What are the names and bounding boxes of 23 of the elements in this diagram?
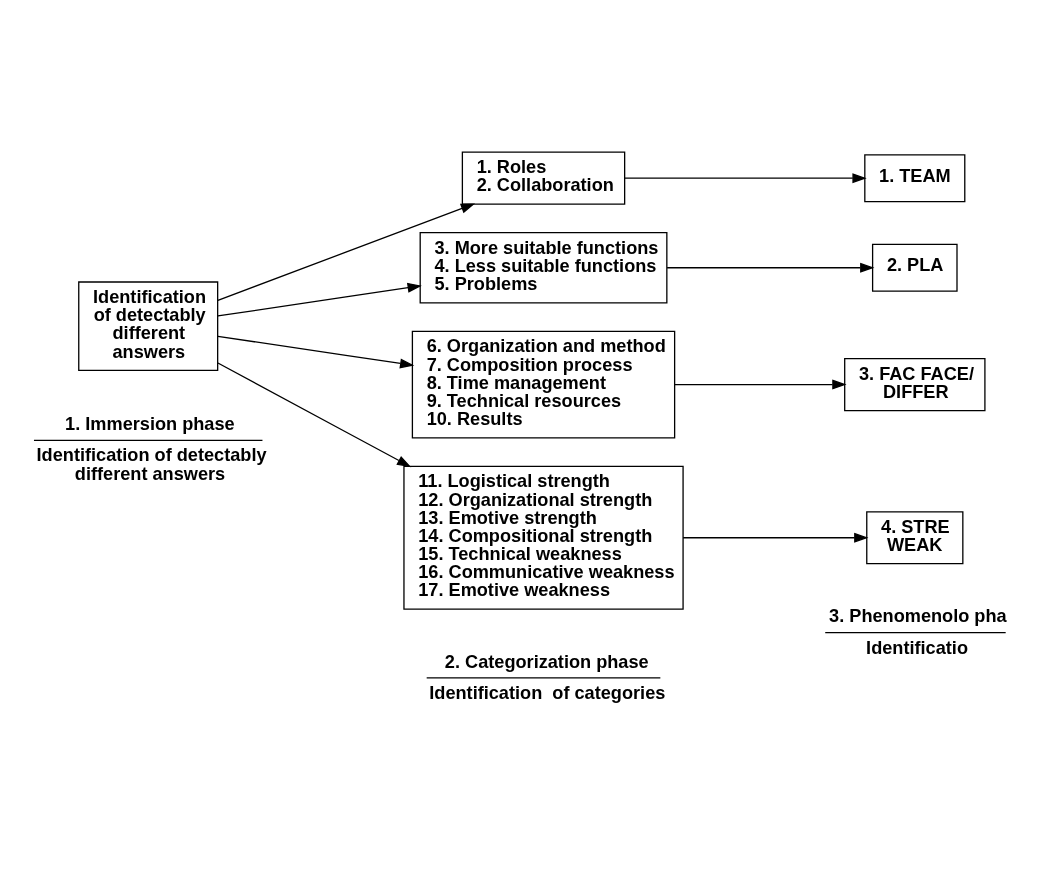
arrow [216, 362, 411, 468]
label: 2. Categorization phase [444, 651, 649, 672]
arrow [623, 173, 867, 184]
node-box: 3. More suitable functions 4. Less suitable functions 5. Problems [419, 232, 667, 304]
node-box: Identification of detectably different answers [77, 281, 218, 371]
arrow [665, 262, 874, 273]
label: Identification of categories [428, 683, 665, 703]
node-box: 2. PLA [871, 243, 958, 292]
label: Identification of detectably different answers [36, 445, 267, 484]
arrow [682, 532, 868, 543]
label: 1. Immersion phase [64, 414, 235, 435]
node-box: 6. Organization and method 7. Composition process 8. Time management 9. Technical resources 10. Results [411, 330, 675, 439]
arrow [216, 335, 414, 369]
node-box: 1. TEAM [863, 154, 965, 203]
node-box: 1. Roles 2. Collaboration [461, 151, 625, 205]
arrow [216, 282, 422, 317]
arrow [216, 203, 475, 301]
label: 3. Phenomenolo pha [828, 606, 1007, 627]
node-box: 11. Logistical strength 12. Organizational strength 13. Emotive strength 14. Compositional strength 15. Technical weakness 16. Communicative weakness 17. Emotive weakness [402, 465, 684, 610]
node-box: 4. STRE WEAK [865, 511, 963, 565]
arrow [673, 379, 847, 390]
label: Identificatio [865, 637, 968, 658]
node-box: 3. FAC FACE/ DIFFER [843, 357, 986, 412]
